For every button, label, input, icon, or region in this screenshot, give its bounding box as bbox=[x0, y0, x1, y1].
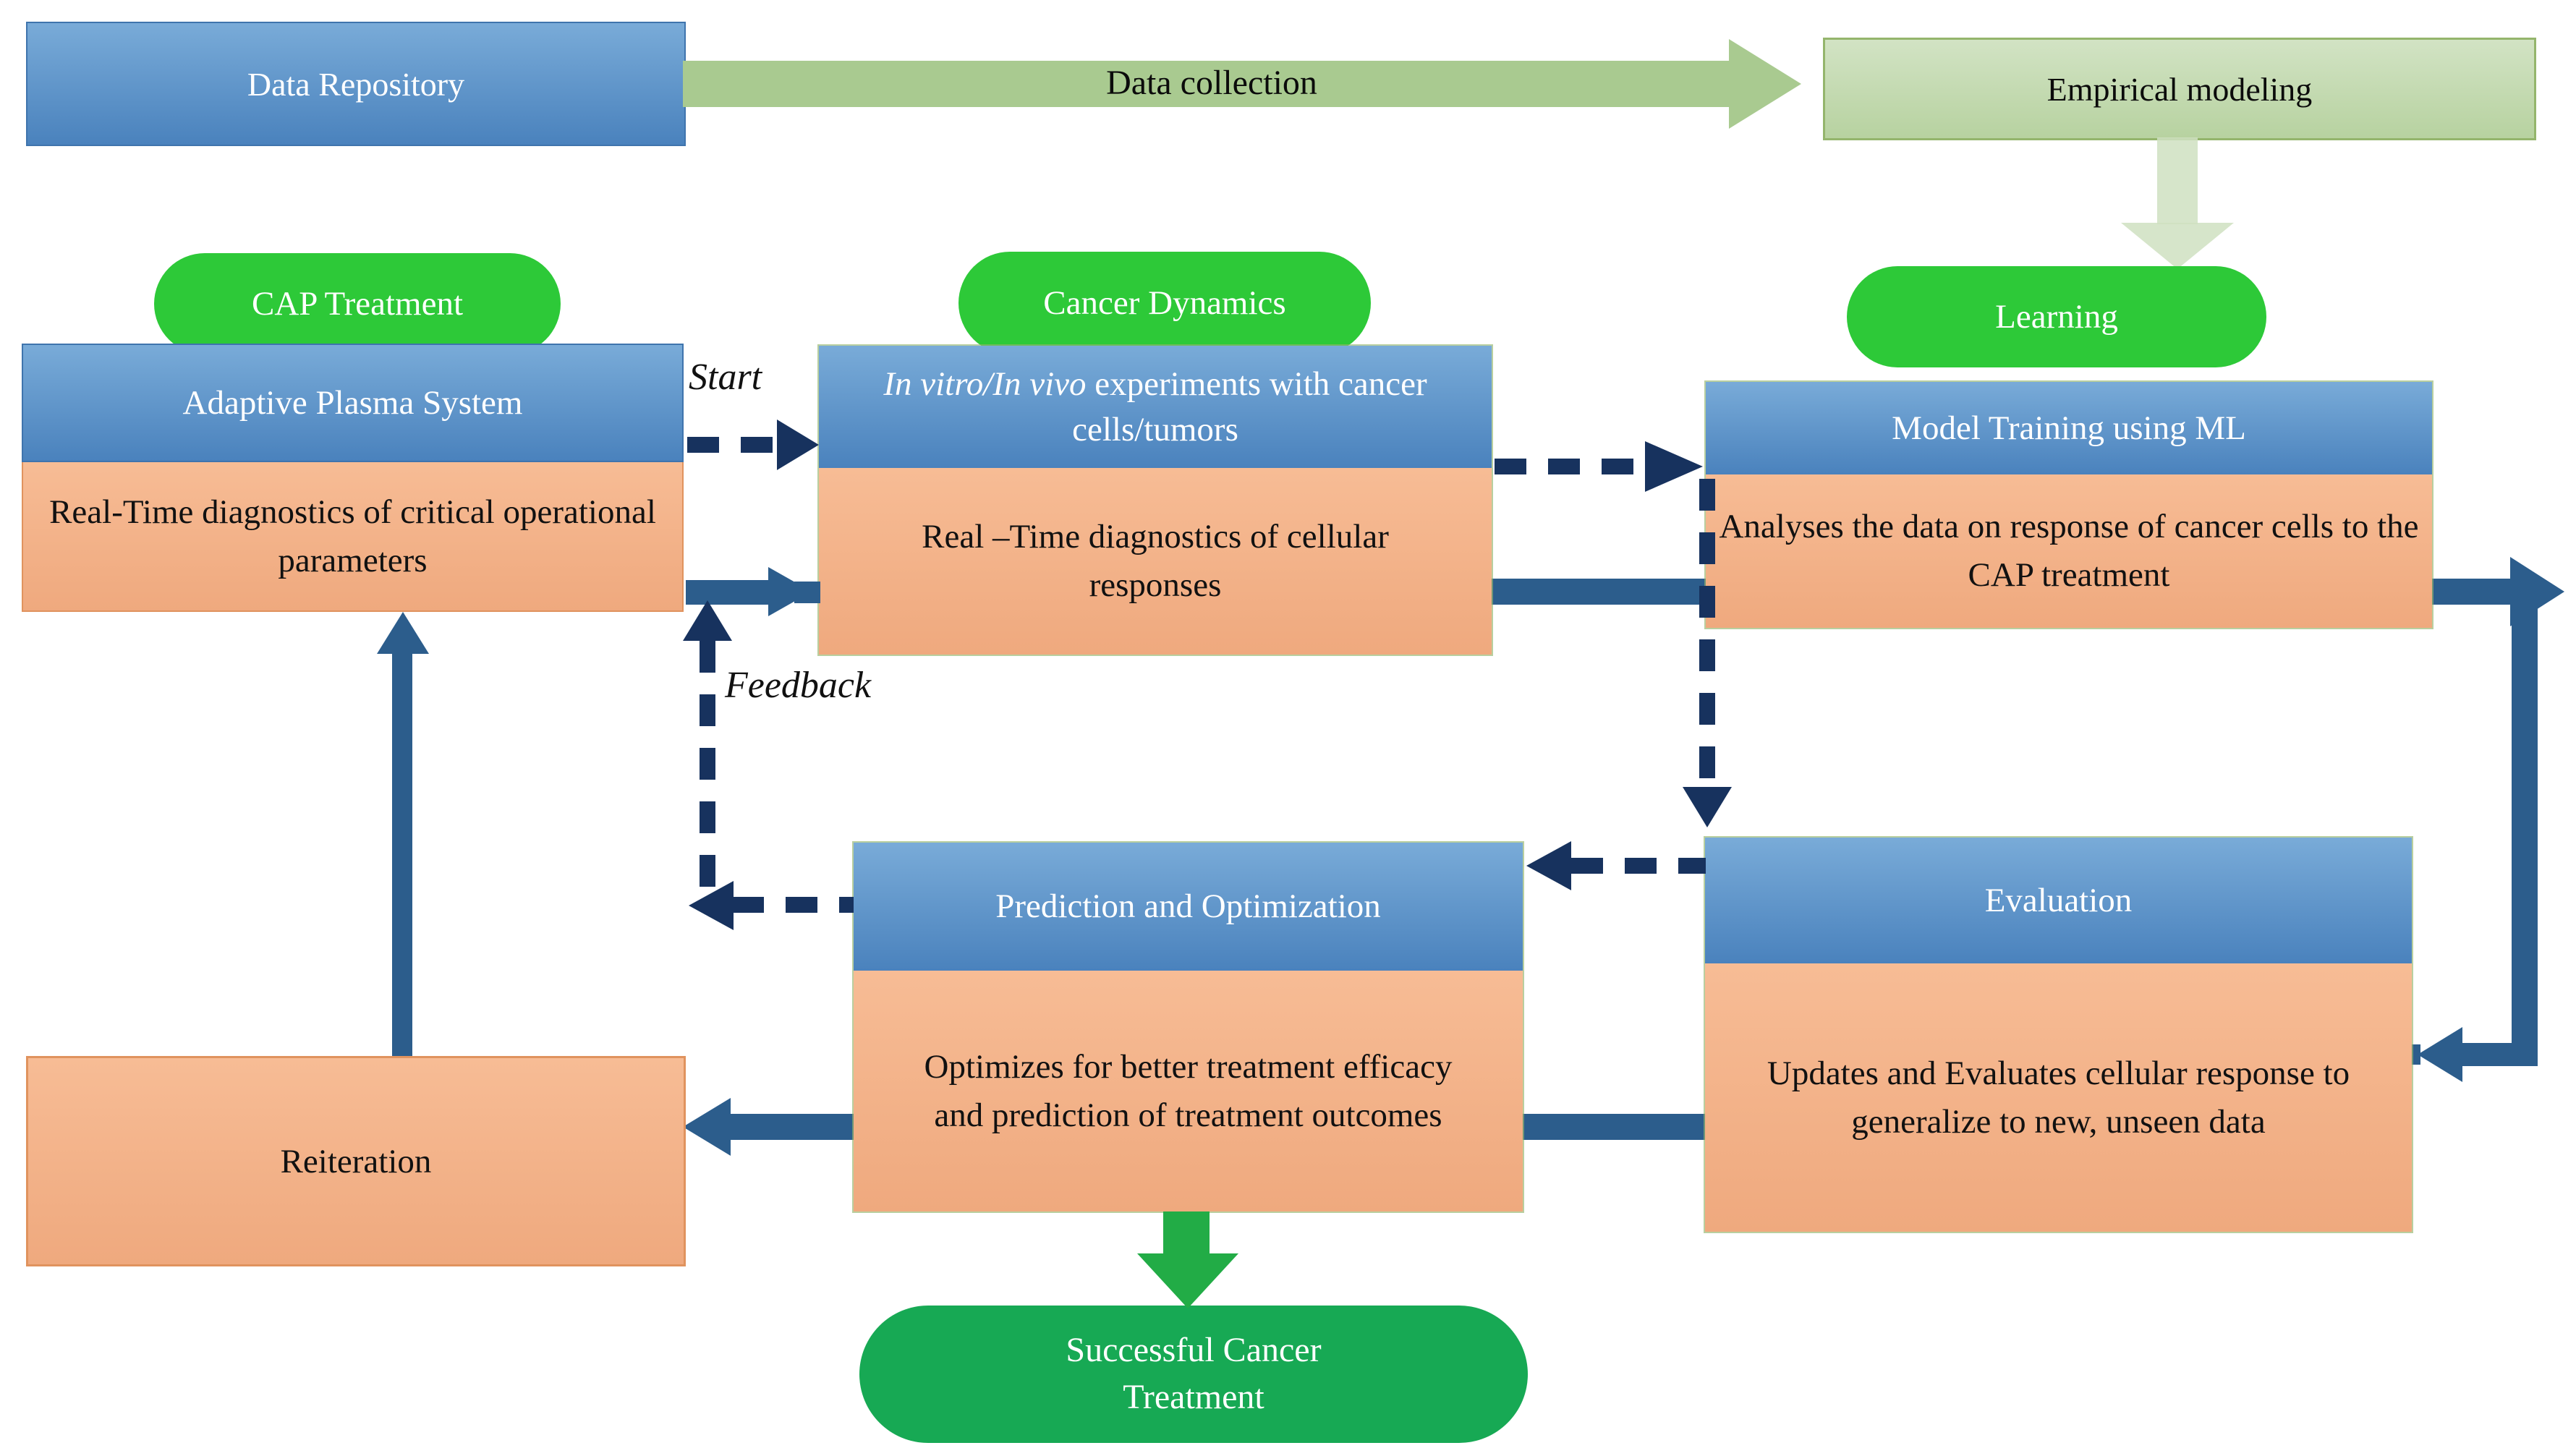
invitro-header-rest: experiments with cancer cells/tumors bbox=[1072, 365, 1427, 448]
adaptive-plasma-box: Adaptive Plasma System Real-Time diagnos… bbox=[22, 344, 684, 612]
cap-treatment-oval: CAP Treatment bbox=[154, 253, 561, 354]
cancer-dynamics-oval: Cancer Dynamics bbox=[958, 252, 1371, 354]
prediction-body: Optimizes for better treatment efficacy … bbox=[854, 971, 1523, 1211]
data-collection-label: Data collection bbox=[1106, 63, 1317, 102]
arrow-prediction-to-success-head bbox=[1137, 1253, 1238, 1308]
adaptive-plasma-body: Real-Time diagnostics of critical operat… bbox=[22, 462, 684, 612]
feedback-dashed-up-head bbox=[683, 600, 732, 641]
evaluation-box: Evaluation Updates and Evaluates cellula… bbox=[1705, 838, 2412, 1232]
reiteration-box: Reiteration bbox=[26, 1056, 686, 1266]
model-training-body: Analyses the data on response of cancer … bbox=[1706, 474, 2432, 628]
invitro-invivo-box: In vitro/In vivo experiments with cancer… bbox=[819, 346, 1492, 655]
evaluation-body: Updates and Evaluates cellular response … bbox=[1705, 963, 2412, 1232]
dashed-invitro-to-modeltraining bbox=[1495, 459, 1644, 474]
feedback-label: Feedback bbox=[725, 665, 872, 706]
success-oval: Successful Cancer Treatment bbox=[859, 1306, 1528, 1443]
arrow-prediction-to-success-stem bbox=[1163, 1211, 1210, 1253]
prediction-optimization-box: Prediction and Optimization Optimizes fo… bbox=[854, 843, 1523, 1211]
line-reiteration-to-adaptive bbox=[392, 654, 412, 1056]
arrowhead-left-into-reiteration bbox=[683, 1098, 731, 1156]
arrow-empirical-to-learning-stem bbox=[2157, 137, 2198, 224]
invitro-header-italic: In vitro/In vivo bbox=[883, 365, 1087, 404]
evaluation-header: Evaluation bbox=[1705, 838, 2412, 963]
arrow-params-to-cellular-stub bbox=[794, 582, 820, 603]
data-collection-arrowhead bbox=[1729, 39, 1801, 129]
adaptive-plasma-header: Adaptive Plasma System bbox=[22, 344, 684, 462]
feedback-dashed-horizontal bbox=[732, 897, 854, 913]
start-label: Start bbox=[689, 357, 762, 398]
invitro-body: Real –Time diagnostics of cellular respo… bbox=[819, 468, 1492, 655]
arrowhead-left-into-evaluation bbox=[2418, 1027, 2462, 1082]
data-repository-box: Data Repository bbox=[26, 22, 686, 146]
model-training-header: Model Training using ML bbox=[1706, 382, 2432, 474]
invitro-header: In vitro/In vivo experiments with cancer… bbox=[819, 346, 1492, 468]
dashed-evaluation-to-prediction-head bbox=[1526, 841, 1571, 890]
dashed-modeltraining-to-evaluation-head bbox=[1683, 787, 1732, 827]
arrowhead-up-into-adaptive bbox=[377, 612, 429, 654]
start-dashed-line bbox=[687, 437, 775, 453]
empirical-modeling-box: Empirical modeling bbox=[1823, 38, 2536, 140]
stub-evaluation-right bbox=[2409, 1044, 2420, 1065]
start-dashed-arrowhead bbox=[777, 420, 819, 470]
prediction-header: Prediction and Optimization bbox=[854, 843, 1523, 971]
data-collection-arrow bbox=[683, 61, 1729, 107]
dashed-evaluation-to-prediction bbox=[1571, 858, 1706, 874]
arrow-empirical-to-learning-head bbox=[2121, 223, 2234, 269]
line-into-evaluation bbox=[2462, 1043, 2538, 1066]
dashed-modeltraining-to-evaluation bbox=[1699, 479, 1715, 785]
learning-oval: Learning bbox=[1847, 266, 2266, 367]
feedback-dashed-vertical bbox=[700, 641, 715, 900]
model-training-box: Model Training using ML Analyses the dat… bbox=[1706, 382, 2432, 628]
data-repository-label: Data Repository bbox=[247, 65, 465, 103]
dashed-invitro-to-modeltraining-head bbox=[1645, 441, 1703, 492]
line-right-vertical bbox=[2512, 592, 2538, 1055]
